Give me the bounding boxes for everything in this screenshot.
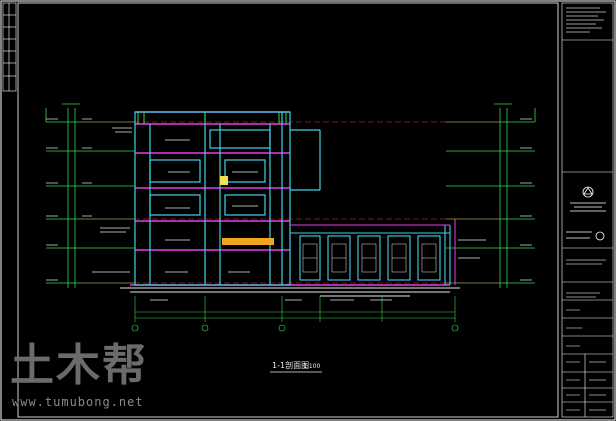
- yellow-tag: [220, 176, 228, 185]
- room-labels: [92, 127, 486, 301]
- right-level-text: [520, 118, 532, 281]
- company-seal-icon: [566, 186, 606, 241]
- watermark-logo: 土木帮: [10, 340, 148, 391]
- dimension-chain: [131, 296, 459, 332]
- left-level-text: [46, 118, 92, 281]
- right-level-marks: [446, 103, 536, 288]
- title-block: [561, 2, 614, 418]
- highlight-label: [222, 238, 274, 245]
- left-level-marks: [45, 103, 135, 288]
- low-wing-roof: [290, 219, 456, 285]
- section-title: 1-1剖面图: [272, 361, 310, 370]
- title-block-text-lines: [566, 259, 606, 411]
- drawing-frame: [17, 2, 559, 418]
- roof-parapet: [137, 112, 287, 124]
- section-scale: 1:100: [303, 363, 321, 370]
- main-block-walls: [134, 111, 321, 286]
- title-block-notes: [566, 7, 606, 33]
- low-wing: [290, 224, 451, 285]
- binding-strip: [2, 2, 17, 92]
- ground-line: [120, 287, 460, 297]
- watermark-url: www.tumubong.net: [12, 395, 144, 409]
- low-wing-screens: [302, 243, 437, 273]
